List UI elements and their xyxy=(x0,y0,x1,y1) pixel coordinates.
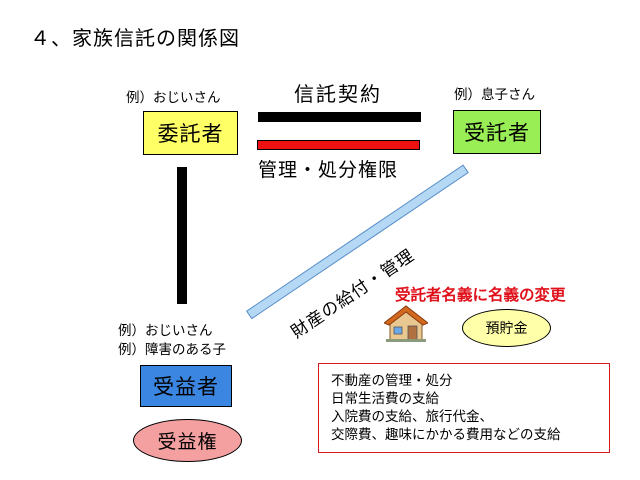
settlor-beneficiary-connector xyxy=(177,167,187,304)
detail-line: 交際費、趣味にかかる費用などの支給 xyxy=(331,427,561,443)
settlor-example: 例）おじいさん xyxy=(126,90,221,106)
detail-line: 日常生活費の支給 xyxy=(331,391,439,407)
detail-line: 不動産の管理・処分 xyxy=(331,373,453,389)
authority-label: 管理・処分権限 xyxy=(258,159,399,181)
beneficial-right-oval: 受益権 xyxy=(133,419,242,462)
page-title: ４、家族信託の関係図 xyxy=(30,26,240,50)
trust-contract-bar xyxy=(258,112,421,122)
trustee-example: 例）息子さん xyxy=(454,87,535,103)
name-change-label: 受託者名義に名義の変更 xyxy=(395,286,566,304)
trustee-box: 受託者 xyxy=(453,110,541,154)
beneficiary-box: 受益者 xyxy=(140,365,232,407)
settlor-box: 委託者 xyxy=(143,111,238,155)
house-icon xyxy=(384,305,428,342)
beneficiary-example-1: 例）おじいさん xyxy=(118,323,213,339)
beneficiary-example-2: 例）障害のある子 xyxy=(118,342,226,358)
trust-contract-label: 信託契約 xyxy=(294,82,382,106)
detail-line: 入院費の支給、旅行代金、 xyxy=(331,409,493,425)
authority-bar xyxy=(257,140,420,150)
savings-oval: 預貯金 xyxy=(462,309,551,347)
details-box: 不動産の管理・処分 日常生活費の支給 入院費の支給、旅行代金、 交際費、趣味にか… xyxy=(318,363,610,453)
